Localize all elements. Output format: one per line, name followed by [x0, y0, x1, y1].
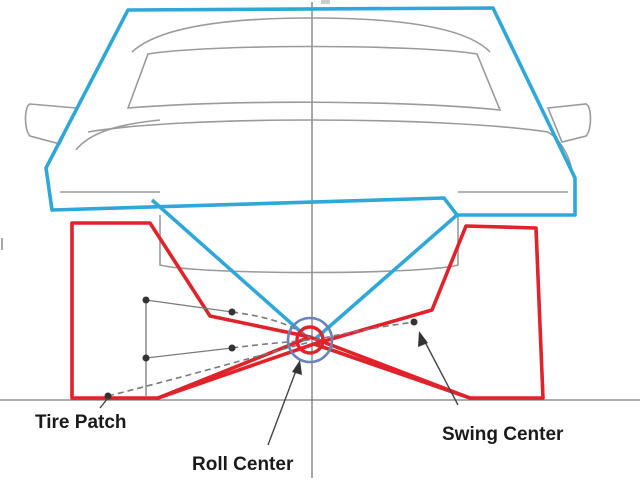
- swing-center-point: [410, 318, 418, 326]
- lower-inner-pivot: [142, 354, 150, 362]
- swing-center-leader: [423, 339, 459, 406]
- right-side-mirror: [546, 103, 592, 143]
- leader-arrows: [99, 331, 459, 446]
- upper-outer-pivot: [228, 308, 236, 316]
- windshield-outline: [126, 45, 502, 111]
- construction-lines: [107, 299, 415, 397]
- right-lower-arm-line: [309, 335, 471, 400]
- tire-patch-leader: [99, 397, 109, 409]
- upper-dashed-line: [231, 311, 311, 339]
- top-center-mark: [321, 0, 330, 4]
- tire-patch-label: Tire Patch: [35, 412, 127, 433]
- tire-patch-dashed-line: [107, 341, 311, 397]
- swing-center-arrowhead: [418, 331, 428, 347]
- left-side-mirror: [24, 103, 78, 145]
- hood-line: [87, 119, 549, 133]
- upper-inner-pivot: [142, 296, 150, 304]
- left-body-to-roll-center-line: [150, 198, 312, 342]
- swing-center-dashed-line: [313, 321, 415, 341]
- lower-dashed-line: [231, 339, 311, 349]
- lower-pivot-line: [145, 347, 233, 359]
- roll-center-arrowhead: [292, 360, 302, 375]
- swing-center-label: Swing Center: [442, 424, 564, 445]
- lower-body-line: [159, 215, 459, 274]
- car-body-sketch: [24, 17, 592, 274]
- right-body-to-roll-center-line: [312, 213, 459, 342]
- upper-pivot-line: [145, 299, 233, 313]
- roll-center-leader: [267, 367, 298, 446]
- body-outline: [44, 6, 577, 217]
- roll-center-inner-ring: [295, 325, 325, 355]
- roll-center-label: Roll Center: [192, 454, 294, 475]
- lower-outer-pivot: [228, 344, 236, 352]
- body-side-line: [75, 119, 573, 171]
- roll-center-outer-ring: [286, 316, 334, 364]
- left-lower-arm-line: [157, 342, 315, 400]
- tire-patch-point: [104, 392, 112, 400]
- car-roof-outline: [131, 17, 491, 53]
